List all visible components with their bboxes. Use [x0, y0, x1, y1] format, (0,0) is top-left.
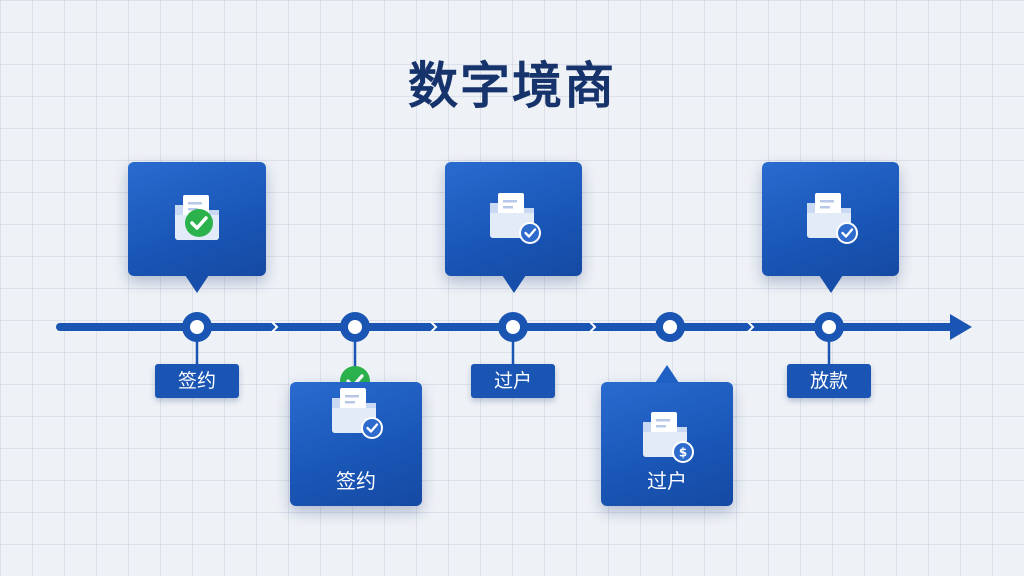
chevron-icon: [271, 321, 279, 333]
step-label: 放款: [787, 364, 871, 398]
step-card: $ 过户: [601, 365, 733, 506]
step-card: 签约: [290, 382, 422, 506]
page-title: 数字境商: [408, 57, 616, 115]
step-card: [445, 162, 582, 293]
timeline-node: [814, 312, 844, 342]
folder-check-badge-icon: [484, 187, 544, 247]
timeline-node: [498, 312, 528, 342]
chevron-icon: [747, 321, 755, 333]
timeline-node: [655, 312, 685, 342]
chevron-icon: [589, 321, 597, 333]
step-label: 签约: [155, 364, 239, 398]
svg-text:$: $: [679, 446, 687, 460]
step-card-label: 签约: [336, 469, 376, 493]
folder-dollar-icon: $: [637, 406, 697, 466]
folder-check-icon: [167, 187, 227, 247]
timeline-node: [340, 312, 370, 342]
step-label: 过户: [471, 364, 555, 398]
timeline-node: [182, 312, 212, 342]
step-card-label: 过户: [647, 469, 687, 493]
folder-check-badge-icon: [326, 382, 386, 442]
step-card: [128, 162, 266, 293]
step-card: [762, 162, 899, 293]
timeline-chevrons: [271, 321, 755, 333]
folder-check-badge-icon: [801, 187, 861, 247]
chevron-icon: [430, 321, 438, 333]
timeline-arrowhead: [950, 314, 972, 340]
